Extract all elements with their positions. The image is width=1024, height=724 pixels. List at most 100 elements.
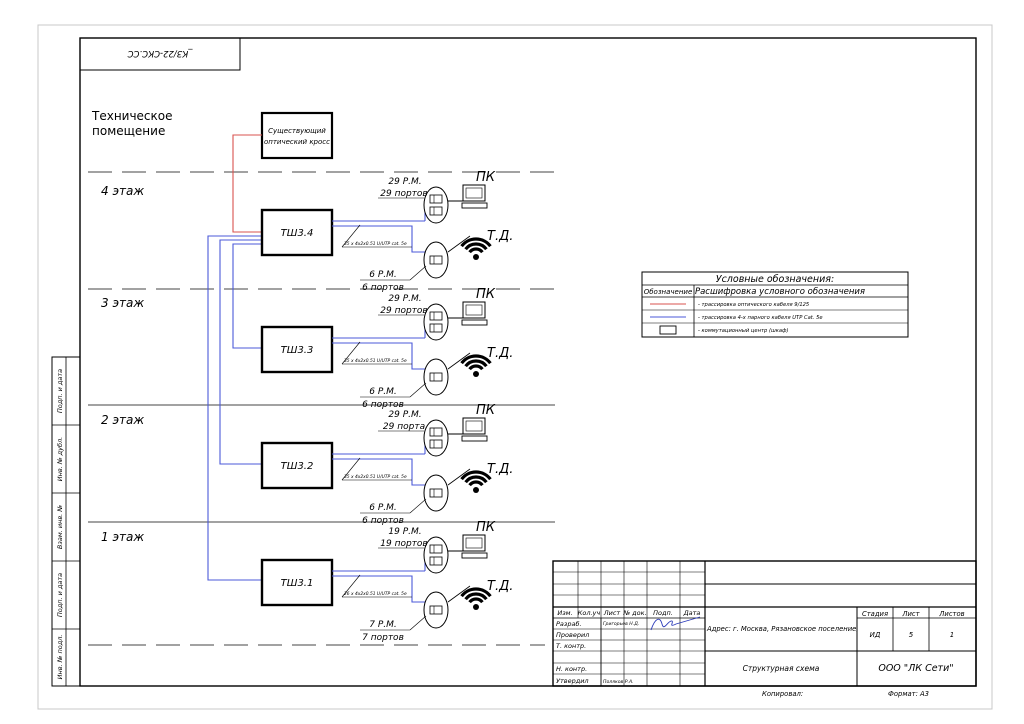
legend-row-utp: - трассировка 4-х парного кабеля UTP Cat… [698, 315, 823, 321]
ap-link [447, 235, 471, 253]
cabinet [260, 325, 334, 374]
tb-doc-name: Структурная схема [743, 664, 820, 673]
wifi-dot-icon [473, 254, 479, 260]
port-box [429, 544, 443, 554]
floor-group: ТШ3.2 35 x 4x2x0.51 U/UTP cat. 5e 29 Р.М. 2… [260, 403, 513, 526]
side-stamp-inv-dup: Инв. № дубл. [56, 437, 64, 481]
pc-screen-icon [465, 537, 483, 549]
ap-count: 7 Р.М. [369, 620, 397, 630]
port-box [429, 372, 443, 382]
tb-stage: ИД [870, 631, 881, 639]
wifi-dot-icon [473, 487, 479, 493]
tech-room-label-2: помещение [92, 124, 165, 138]
tb-head-doc: № док. [622, 609, 646, 617]
cabinet-label: ТШ3.1 [281, 578, 314, 589]
existing-optical-cross: Существующий оптический кросс [260, 111, 334, 160]
tb-role-ncontrol: Н. контр. [556, 665, 587, 673]
port-box [429, 311, 443, 321]
tb-company: ООО "ЛК Сети" [878, 663, 953, 674]
trunk-cable-label: 35 x 4x2x0.51 U/UTP cat. 5e [344, 241, 407, 247]
pc-screen-icon [465, 420, 483, 432]
optical-fiber-link [232, 134, 262, 233]
legend-title: Условные обозначения: [716, 274, 834, 285]
pc-monitor-icon [462, 184, 486, 202]
pc-monitor-icon [462, 301, 486, 319]
tb-format: Формат: А3 [888, 690, 929, 698]
floor-label-4: 4 этаж [101, 184, 144, 198]
cable-leader [341, 341, 361, 365]
workplaces-count: 29 Р.М. [388, 294, 421, 304]
port-box [429, 194, 443, 204]
floor-label-1: 1 этаж [101, 530, 144, 544]
ap-count: 6 Р.М. [369, 270, 397, 280]
trunk-cable-label: 35 x 4x2x0.51 U/UTP cat. 5e [344, 474, 407, 480]
port-box [429, 488, 443, 498]
wifi-arc-icon [460, 237, 492, 248]
port-box [429, 206, 443, 216]
wifi-arc-icon [464, 475, 488, 484]
tb-role-developer: Разраб. [556, 620, 582, 628]
pc-label: ПК [476, 520, 496, 535]
workplaces-ports: 29 портов [380, 189, 427, 199]
workplaces-count: 29 Р.М. [388, 410, 421, 420]
cabinet-label: ТШ3.3 [281, 345, 314, 356]
ap-link [447, 585, 471, 603]
tb-head-count: Кол.уч [578, 609, 601, 617]
legend-col-symbol: Обозначение [644, 288, 693, 296]
legend-cabinet-swatch [659, 325, 677, 335]
cabinet [260, 441, 334, 490]
tb-approver-name: Поляков Р.А. [603, 679, 634, 685]
tb-sheets: 1 [950, 631, 954, 639]
side-stamp-inv-orig: Инв. № подл. [56, 635, 64, 680]
legend: Условные обозначения: Обозначение Расшиф… [641, 271, 909, 338]
pc-monitor-icon [462, 417, 486, 435]
ap-leader [409, 498, 427, 514]
workplaces-count: 19 Р.М. [388, 527, 421, 537]
floor-label-3: 3 этаж [101, 296, 144, 310]
floor-separators [88, 171, 555, 646]
ap-count: 6 Р.М. [369, 503, 397, 513]
port-box [429, 556, 443, 566]
pc-label: ПК [476, 287, 496, 302]
wifi-arc-icon [468, 597, 484, 604]
tb-head-change: Изм. [557, 609, 572, 617]
ap-ports: 6 портов [362, 516, 404, 526]
wifi-arc-icon [464, 242, 488, 251]
side-stamp-replace-inv: Взам. инв. № [56, 505, 64, 549]
workplaces-count: 29 Р.М. [388, 177, 421, 187]
wifi-arc-icon [468, 247, 484, 254]
tb-sheet-head: Лист [901, 610, 920, 618]
trunk-cable-label: 26 x 4x2x0.51 U/UTP cat. 5e [344, 591, 407, 597]
wifi-dot-icon [473, 371, 479, 377]
utp-cable-access-point [332, 342, 425, 370]
legend-col-desc: Расшифровка условного обозначения [695, 287, 865, 297]
tb-address: Адрес: г. Москва, Рязановское поселение, [706, 625, 858, 633]
tb-role-approved: Утвердил [556, 677, 589, 685]
sheet-edge [37, 24, 993, 710]
floor-label-2: 2 этаж [101, 413, 144, 427]
workstation-outlet [423, 419, 449, 457]
cabinet [260, 558, 334, 607]
cross-label-1: Существующий [268, 127, 326, 135]
ap-label: Т.Д. [487, 229, 513, 244]
wifi-dot-icon [473, 604, 479, 610]
wifi-arc-icon [460, 354, 492, 365]
tech-room-label-1: Техническое [91, 109, 173, 123]
legend-row-cabinet: - коммутационный центр (шкаф) [698, 328, 789, 334]
cabinet-label: ТШ3.2 [281, 461, 314, 472]
pc-keyboard-icon [461, 319, 488, 326]
backbone-cables [207, 235, 262, 581]
workplaces-ports: 29 порта [383, 422, 425, 432]
side-stamp: Инв. № подл. Подп. и дата Взам. инв. № И… [51, 356, 81, 687]
cabinet [260, 208, 334, 257]
wifi-arc-icon [460, 587, 492, 598]
signature [650, 616, 701, 631]
drawing-frame [79, 37, 977, 687]
pc-monitor-icon [462, 534, 486, 552]
tb-head-sheet: Лист [603, 609, 621, 617]
cable-leader [341, 574, 361, 598]
ap-ports: 7 портов [362, 633, 404, 643]
doc-code: _КЗ/22-СКС.СС [127, 48, 193, 58]
